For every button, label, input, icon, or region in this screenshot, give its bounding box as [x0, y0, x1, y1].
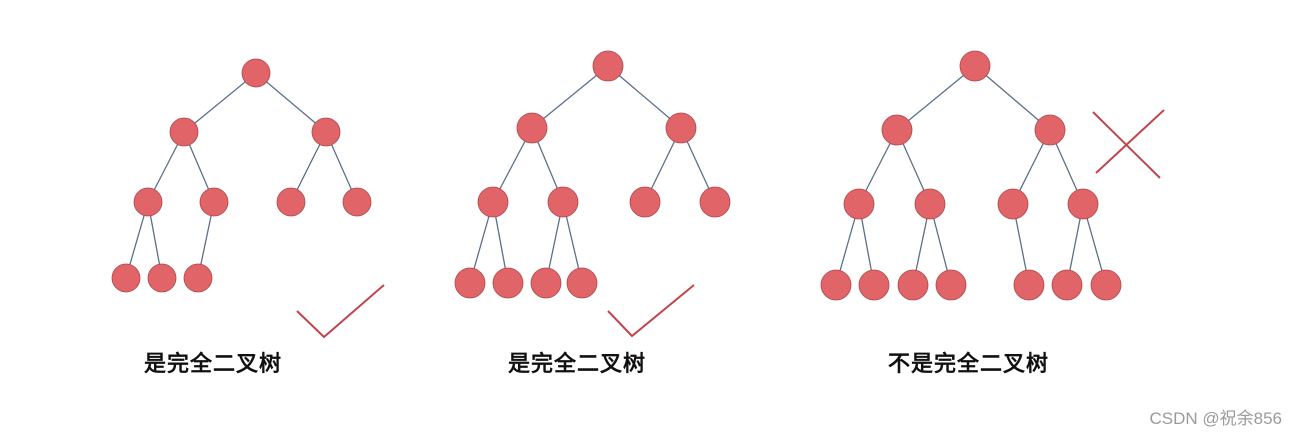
tree-node — [629, 186, 661, 218]
tree-node — [881, 114, 913, 146]
tree-node — [1090, 269, 1122, 301]
tree-node — [1051, 269, 1083, 301]
tree-node — [843, 188, 875, 220]
tree-node — [516, 112, 548, 144]
tree-node — [147, 263, 177, 293]
tree-node — [133, 187, 163, 217]
check-icon — [296, 284, 385, 339]
tree-node — [914, 188, 946, 220]
tree-2 — [454, 50, 731, 338]
tree-node — [699, 186, 731, 218]
tree-node — [665, 112, 697, 144]
tree-node — [169, 117, 199, 147]
tree-node — [492, 267, 524, 299]
tree-node — [997, 188, 1029, 220]
tree-node — [566, 267, 598, 299]
tree-node — [311, 117, 341, 147]
tree-node — [342, 187, 372, 217]
tree-3-edges — [835, 65, 1107, 286]
check-icon — [607, 284, 695, 338]
tree-node — [241, 58, 271, 88]
watermark: CSDN @祝余856 — [1149, 409, 1282, 428]
tree-1 — [111, 58, 385, 339]
tree-3 — [820, 50, 1165, 301]
tree-3-caption: 不是完全二叉树 — [888, 352, 1050, 377]
tree-node — [276, 187, 306, 217]
cross-icon — [1092, 109, 1165, 179]
tree-1-nodes — [111, 58, 372, 293]
tree-3-nodes — [820, 50, 1122, 301]
tree-node — [477, 186, 509, 218]
tree-node — [592, 50, 624, 82]
tree-node — [959, 50, 991, 82]
tree-node — [183, 263, 213, 293]
tree-node — [1013, 269, 1045, 301]
tree-node — [547, 186, 579, 218]
tree-node — [530, 267, 562, 299]
tree-node — [935, 269, 967, 301]
tree-node — [1067, 188, 1099, 220]
tree-2-caption: 是完全二叉树 — [508, 352, 647, 377]
tree-1-edges — [125, 72, 358, 279]
tree-2-nodes — [454, 50, 731, 299]
tree-node — [1034, 114, 1066, 146]
tree-2-edges — [469, 65, 716, 284]
tree-node — [820, 269, 852, 301]
tree-node — [858, 269, 890, 301]
tree-node — [897, 269, 929, 301]
tree-node — [199, 187, 229, 217]
tree-1-caption: 是完全二叉树 — [144, 352, 283, 377]
tree-node — [454, 267, 486, 299]
tree-node — [111, 263, 141, 293]
